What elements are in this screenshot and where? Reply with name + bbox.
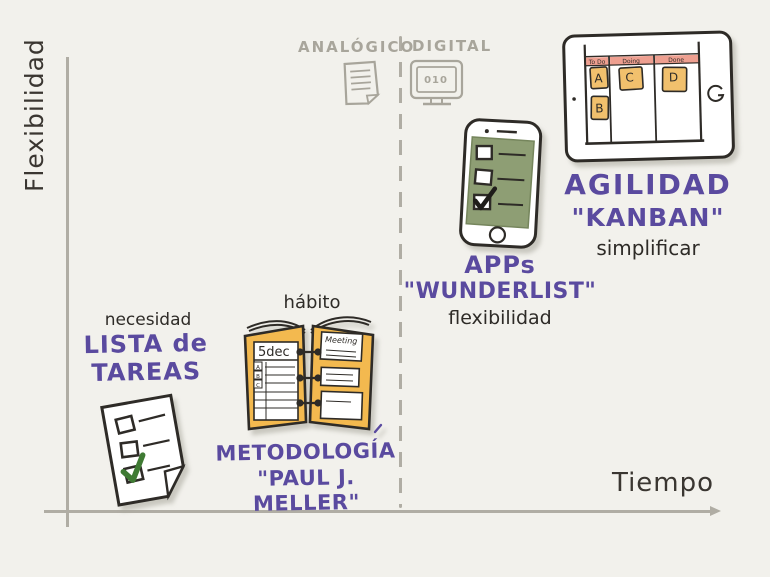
kanban-column-header: Done bbox=[668, 57, 684, 64]
phone-checkmark bbox=[472, 186, 498, 211]
green-checkmark bbox=[120, 452, 146, 483]
kanban-card-label: D bbox=[669, 70, 679, 84]
kanban-card-label: C bbox=[625, 70, 634, 84]
tareas-title-line1: LISTA de bbox=[83, 328, 209, 360]
tablet-camera-dot bbox=[572, 97, 576, 101]
kanban-card-label: A bbox=[594, 71, 603, 85]
agilidad-title-line2: "KANBAN" bbox=[571, 203, 725, 232]
tablet-home-button bbox=[707, 84, 725, 102]
digital-region-label: DIGITAL bbox=[412, 37, 493, 55]
apps-block: APPs "WUNDERLIST" flexibilidad bbox=[402, 251, 598, 329]
apps-title-line2: "WUNDERLIST" bbox=[403, 279, 597, 304]
y-axis-label: Flexibilidad bbox=[20, 38, 49, 192]
planner-tab: A bbox=[256, 365, 260, 371]
kanban-card-label: B bbox=[595, 101, 604, 115]
planner-date-list: 5dec A B C bbox=[253, 341, 299, 421]
metodologia-annotation: hábito bbox=[283, 292, 341, 313]
kanban-column-header: Doing bbox=[622, 58, 640, 65]
analog-digital-divider bbox=[399, 36, 402, 508]
agilidad-annotation: simplificar bbox=[596, 236, 700, 260]
tareas-annotation: necesidad bbox=[104, 310, 192, 330]
agilidad-title-line1: AGILIDAD bbox=[564, 168, 732, 201]
x-axis-arrow bbox=[710, 506, 721, 516]
paper-folded-corner bbox=[163, 464, 186, 501]
tareas-title: LISTA de TAREAS bbox=[76, 328, 217, 388]
apps-annotation: flexibilidad bbox=[448, 307, 552, 329]
phone-camera-dot bbox=[484, 129, 489, 134]
kanban-tablet-icon: To Do Doing Done A B C D bbox=[562, 30, 735, 163]
analog-document-icon bbox=[343, 60, 381, 106]
paper-checklist-rows bbox=[114, 413, 171, 485]
monitor-screen-text: 010 bbox=[424, 75, 448, 86]
planner-extra-notes bbox=[319, 366, 364, 421]
metodologia-title: METODOLOGÍA "PAUL J. MELLER" bbox=[205, 438, 406, 518]
paper-sheet bbox=[100, 393, 185, 507]
kanban-column-header: To Do bbox=[588, 59, 606, 66]
x-axis-line bbox=[44, 510, 716, 513]
kanban-cards: A B C D bbox=[589, 66, 688, 121]
planner-binder-rings bbox=[296, 348, 322, 407]
phone-speaker bbox=[496, 130, 517, 134]
phone-home-button bbox=[488, 226, 507, 244]
planner-note-text: Meeting bbox=[325, 335, 358, 346]
planner-tab: B bbox=[256, 374, 260, 380]
agilidad-block: AGILIDAD "KANBAN" simplificar bbox=[556, 168, 740, 260]
task-list-paper-icon bbox=[100, 393, 186, 507]
planner-date-text: 5dec bbox=[258, 345, 290, 360]
kanban-header-strip bbox=[586, 54, 699, 66]
kanban-board-frame bbox=[583, 41, 705, 146]
planner-meeting-note: Meeting bbox=[319, 331, 364, 362]
x-axis-label: Tiempo bbox=[612, 468, 715, 498]
pen-mark bbox=[373, 423, 383, 434]
metodologia-title-line1: METODOLOGÍA bbox=[215, 438, 396, 466]
apps-title-line1: APPs bbox=[464, 251, 536, 279]
y-axis-line bbox=[66, 57, 69, 527]
planner-notebook-icon: 5dec A B C Meeting bbox=[243, 316, 383, 434]
tareas-title-line2: TAREAS bbox=[91, 356, 202, 387]
digital-monitor-icon: 010 bbox=[409, 59, 464, 106]
checklist-phone-icon bbox=[459, 118, 543, 249]
analog-region-label: ANALÓGICO bbox=[298, 38, 416, 56]
metodologia-title-line2: "PAUL J. MELLER" bbox=[252, 464, 361, 517]
planner-tab: C bbox=[256, 383, 260, 389]
